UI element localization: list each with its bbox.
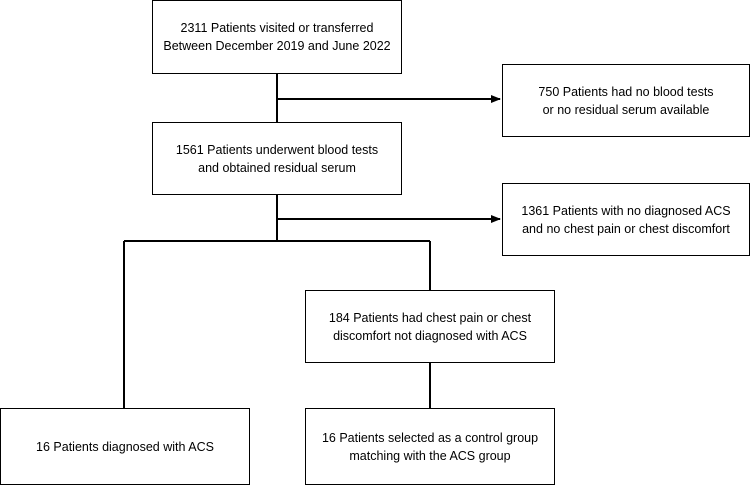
- box-control-group-line1: 16 Patients selected as a control group: [321, 430, 539, 445]
- box-acs-diagnosed-line1: 16 Patients diagnosed with ACS: [36, 439, 214, 454]
- box-patients-visited-line1: 2311 Patients visited or transferred: [180, 21, 374, 35]
- box-excluded-no-acs-line1: 1361 Patients with no diagnosed ACS: [521, 203, 731, 218]
- box-control-group: 16 Patients selected as a control group …: [305, 408, 555, 485]
- box-acs-diagnosed: 16 Patients diagnosed with ACS: [0, 408, 250, 485]
- box-chest-pain-line2: discomfort not diagnosed with ACS: [333, 328, 527, 343]
- box-chest-pain: 184 Patients had chest pain or chest dis…: [305, 290, 555, 363]
- box-control-group-line2: matching with the ACS group: [349, 448, 511, 463]
- box-blood-tests: 1561 Patients underwent blood tests and …: [152, 122, 402, 195]
- box-chest-pain-line1: 184 Patients had chest pain or chest: [328, 310, 532, 325]
- box-patients-visited: 2311 Patients visited or transferred Bet…: [152, 0, 402, 74]
- box-excluded-no-acs: 1361 Patients with no diagnosed ACS and …: [502, 183, 750, 256]
- box-excluded-no-blood-tests-line1: 750 Patients had no blood tests: [538, 84, 714, 99]
- box-excluded-no-acs-line2: and no chest pain or chest discomfort: [522, 221, 730, 236]
- box-excluded-no-blood-tests: 750 Patients had no blood tests or no re…: [502, 64, 750, 137]
- box-blood-tests-line2: and obtained residual serum: [198, 160, 356, 175]
- box-patients-visited-line2: Between December 2019 and June 2022: [163, 39, 391, 53]
- box-blood-tests-line1: 1561 Patients underwent blood tests: [175, 142, 379, 157]
- box-excluded-no-blood-tests-line2: or no residual serum available: [542, 102, 710, 117]
